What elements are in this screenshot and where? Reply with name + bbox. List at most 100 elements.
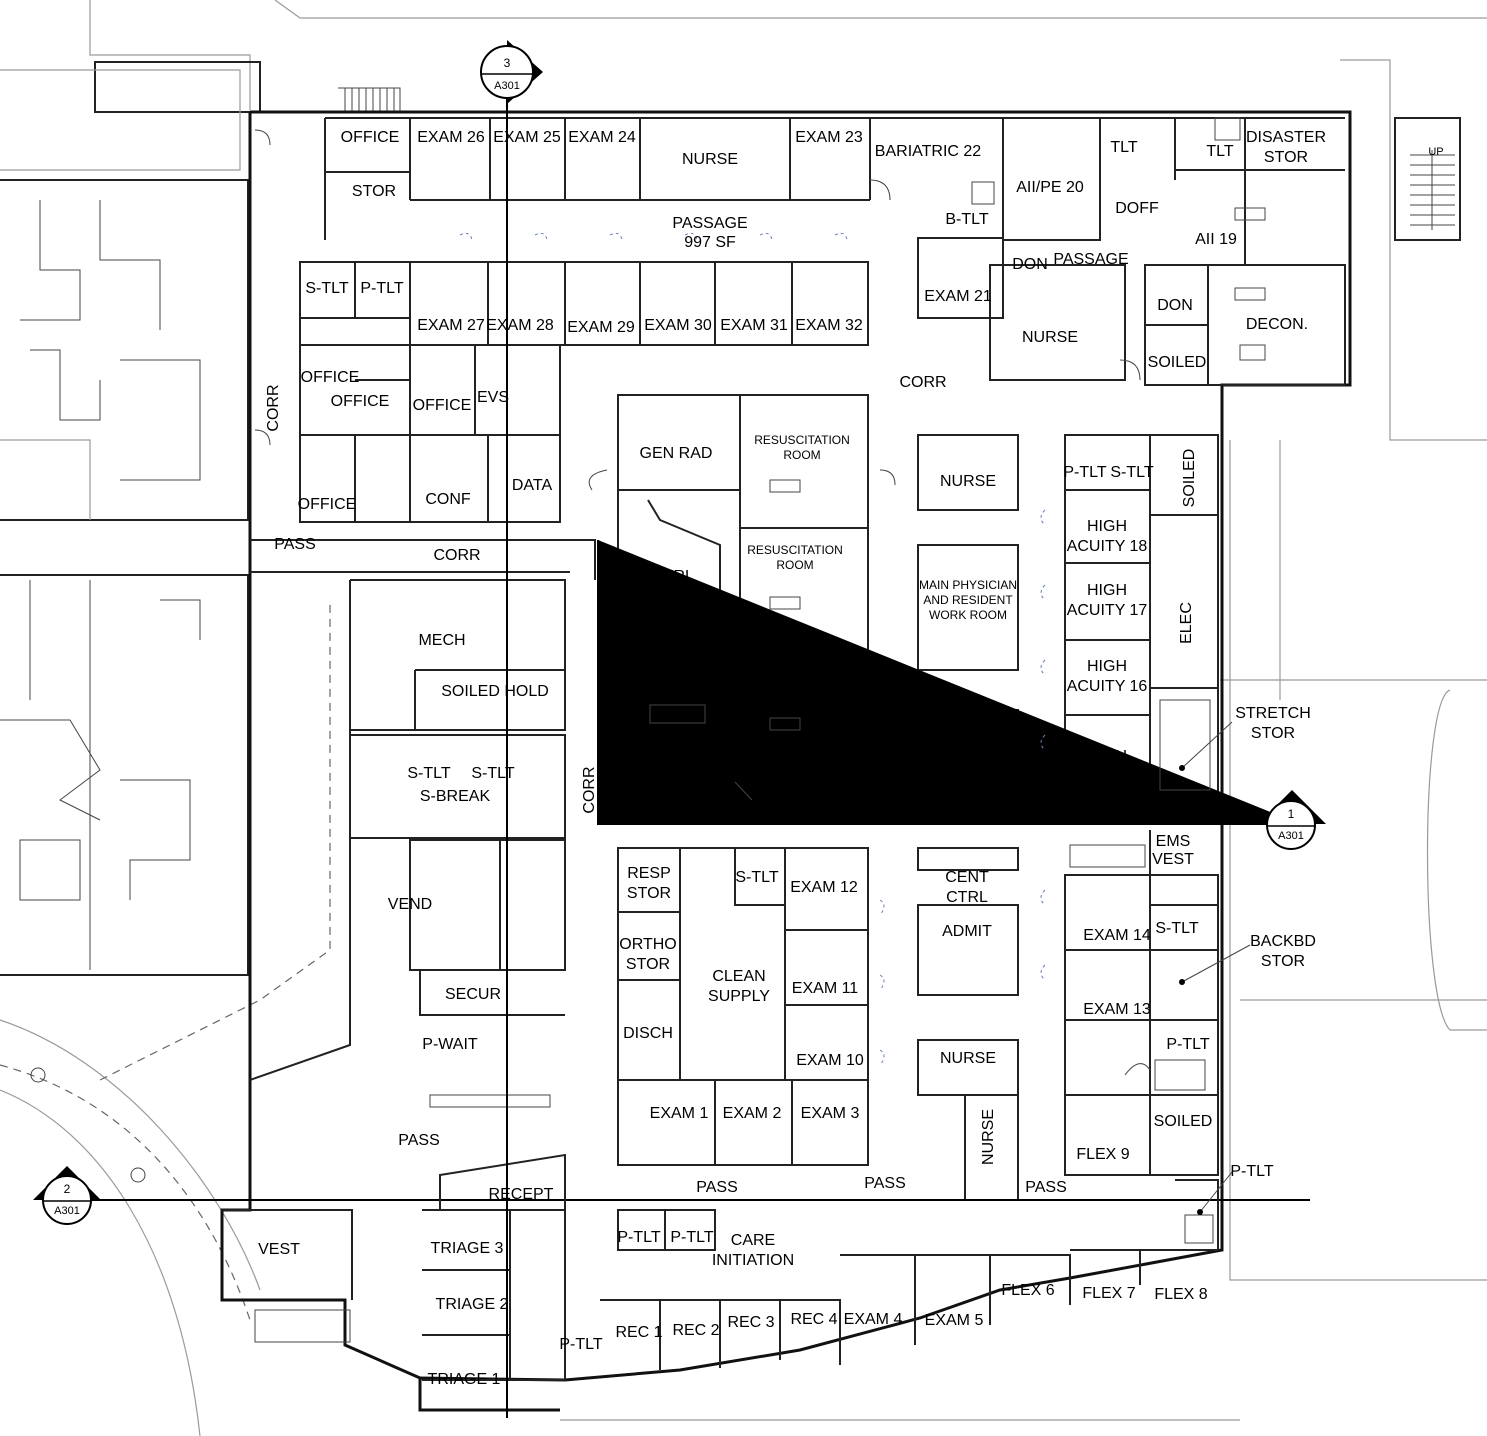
room-main-physician-line3: WORK ROOM	[929, 608, 1007, 622]
room-s-break: S-BREAK	[420, 788, 491, 805]
room-nurse-ne: NURSE	[1022, 329, 1078, 346]
room-soiled-e: SOILED	[1181, 449, 1198, 508]
room-high-acuity-18-line2: ACUITY 18	[1067, 538, 1148, 555]
room-p-tlt-d: P-TLT	[1166, 1036, 1209, 1053]
room-rec-2: REC 2	[672, 1322, 719, 1339]
room-gen-rad: GEN RAD	[640, 445, 713, 462]
room-p-tlt-e: P-TLT	[1230, 1163, 1273, 1180]
room-cent-ctrl-line2: CTRL	[946, 889, 988, 906]
room-office-b: OFFICE	[331, 393, 390, 410]
room-pharm: PHARM	[930, 726, 988, 743]
room-vest: VEST	[258, 1241, 300, 1258]
room-cent-ctrl-line1: CENT	[945, 869, 989, 886]
room-exam-12: EXAM 12	[790, 879, 858, 896]
room-nurse-s: NURSE	[940, 1050, 996, 1067]
room-exam-1: EXAM 1	[650, 1105, 709, 1122]
room-high-acuity-18-line1: HIGH	[1087, 518, 1127, 535]
room-disch: DISCH	[623, 1025, 673, 1042]
room-ems-vest-line2: VEST	[1152, 851, 1194, 868]
room-exam-27: EXAM 27	[417, 317, 485, 334]
room-ctrl: CTRL	[652, 568, 694, 585]
room-exam-26: EXAM 26	[417, 129, 485, 146]
room-pass-w: PASS	[274, 536, 316, 553]
stair-up-label: UP	[1428, 146, 1443, 158]
room-p-tlt-a: P-TLT	[360, 280, 403, 297]
room-s-tlt-f: S-TLT	[1155, 920, 1198, 937]
room-vend: VEND	[388, 896, 432, 913]
room-exam-14: EXAM 14	[1083, 927, 1151, 944]
room-exam-13: EXAM 13	[1083, 1001, 1151, 1018]
room-triage-1: TRIAGE 1	[428, 1371, 501, 1388]
room-elec: ELEC	[1178, 602, 1195, 644]
room-exam-2: EXAM 2	[723, 1105, 782, 1122]
room-office-d: OFFICE	[298, 496, 357, 513]
room-bariatric-22: BARIATRIC 22	[875, 143, 982, 160]
room-ct-eqpm: CT EQPM	[621, 733, 694, 750]
room-high-acuity-16-line2: ACUITY 16	[1067, 678, 1148, 695]
room-triage-2: TRIAGE 2	[436, 1296, 509, 1313]
room-resp-stor-line2: STOR	[627, 885, 671, 902]
room-high-acuity-17-line1: HIGH	[1087, 582, 1127, 599]
room-corr-left: CORR	[265, 384, 282, 431]
room-resus-2-line2: ROOM	[776, 558, 813, 572]
room-resp-stor-line1: RESP	[627, 865, 671, 882]
room-p-tlt-g: P-TLT	[670, 1229, 713, 1246]
marker-3-sheet: A301	[494, 80, 520, 92]
room-resus-1-line2: ROOM	[783, 448, 820, 462]
room-decon: DECON.	[1246, 316, 1308, 333]
room-exam-28: EXAM 28	[486, 317, 554, 334]
room-backbd-stor-line1: BACKBD	[1250, 933, 1316, 950]
room-evs: EVS	[477, 389, 509, 406]
room-exam-23: EXAM 23	[795, 129, 863, 146]
room-disaster-stor-line2: STOR	[1264, 149, 1308, 166]
room-tlt-1: TLT	[1110, 139, 1137, 156]
room-disaster-stor-line1: DISASTER	[1246, 129, 1326, 146]
room-resus-2-line1: RESUSCITATION	[747, 543, 843, 557]
room-doff: DOFF	[1115, 200, 1159, 217]
room-rec-4: REC 4	[790, 1311, 837, 1328]
room-care-initiation-line1: CARE	[731, 1232, 775, 1249]
room-mech: MECH	[418, 632, 465, 649]
room-s-tlt-d: S-TLT	[471, 765, 514, 782]
building-walls	[60, 110, 1352, 1412]
room-stretch-stor-line1: STRETCH	[1235, 705, 1311, 722]
room-resus-3-line2: ROOM	[783, 692, 820, 706]
room-exam-11: EXAM 11	[792, 980, 859, 997]
room-don-2: DON	[1157, 297, 1193, 314]
room-don-1: DON	[1012, 256, 1048, 273]
room-s-tlt-a: S-TLT	[305, 280, 348, 297]
room-nurse-vertical: NURSE	[980, 1109, 997, 1165]
room-flex-8: FLEX 8	[1154, 1286, 1207, 1303]
room-backbd-stor-line2: STOR	[1261, 953, 1305, 970]
room-ortho-stor-line1: ORTHO	[619, 936, 676, 953]
section-marker-3: 3 A301	[480, 40, 543, 1418]
room-exam-30: EXAM 30	[644, 317, 712, 334]
room-main-physician-line1: MAIN PHYSICIAN	[919, 578, 1017, 592]
door-swings	[254, 129, 1151, 1076]
room-p-tlt-h: P-TLT	[559, 1336, 602, 1353]
room-resus-1-line1: RESUSCITATION	[754, 433, 850, 447]
room-s-tlt-b: S-TLT	[1110, 464, 1153, 481]
room-rec-1: REC 1	[615, 1324, 662, 1341]
room-secur: SECUR	[445, 986, 501, 1003]
fixtures	[254, 117, 1266, 1343]
room-pass-b: PASS	[864, 1175, 906, 1192]
room-aii-19: AII 19	[1195, 231, 1237, 248]
room-rec-3: REC 3	[727, 1314, 774, 1331]
room-question-mark: ?	[893, 803, 900, 817]
marker-2-sheet: A301	[54, 1205, 80, 1217]
room-office-top: OFFICE	[341, 129, 400, 146]
room-care-initiation-line2: INITIATION	[712, 1252, 794, 1269]
room-p-tlt-c: P-TLT	[751, 800, 794, 817]
room-passage-small: PASSAGE	[1053, 251, 1128, 268]
room-s-tlt-c: S-TLT	[407, 765, 450, 782]
leader-lines	[649, 721, 1251, 1215]
room-pass-c: PASS	[1025, 1179, 1067, 1196]
room-nurse-mid: NURSE	[940, 473, 996, 490]
marker-1-number: 1	[1288, 807, 1295, 821]
room-aii-pe-20: AII/PE 20	[1016, 179, 1084, 196]
room-corr-mid: CORR	[433, 547, 480, 564]
room-exam-10: EXAM 10	[796, 1052, 864, 1069]
